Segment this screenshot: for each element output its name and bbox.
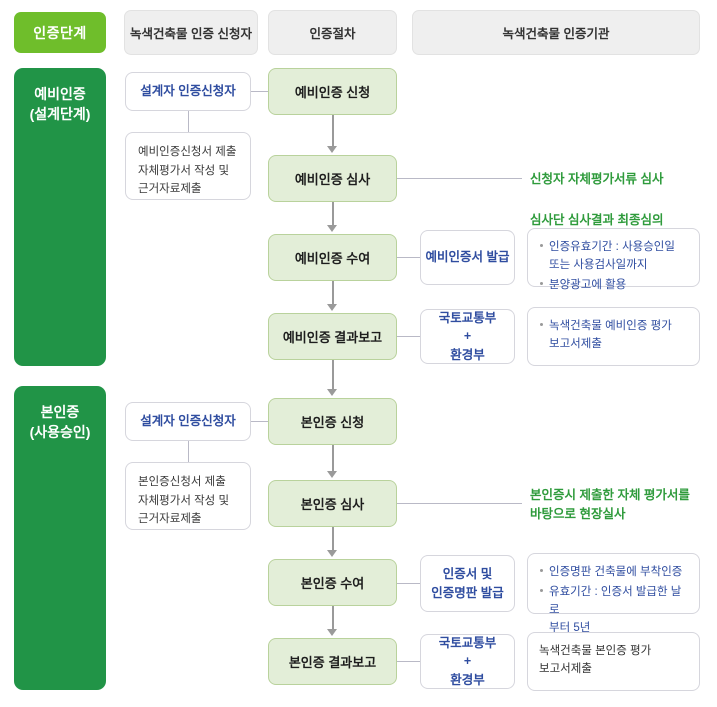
process-box-preliminary-report[interactable]: 예비인증 결과보고 — [268, 313, 397, 360]
header-column-procedure: 인증절차 — [268, 10, 397, 55]
connector-preliminary-review-note — [397, 178, 522, 179]
detail-list: 인증명판 건축물에 부착인증 유효기간 : 인증서 발급한 날로 부터 5년 — [539, 563, 688, 638]
detail-item: 분양광고에 활용 — [539, 276, 688, 294]
detail-item: 녹색건축물 본인증 평가 보고서제출 — [539, 645, 652, 676]
flow-line-7 — [332, 606, 334, 630]
connector-preliminary-award-issue — [397, 257, 420, 258]
connector-applicant-note-main — [188, 441, 189, 462]
flow-line-2 — [332, 202, 334, 226]
header-stage-badge: 인증단계 — [14, 12, 106, 53]
green-note-final-deliberation: 심사단 심사결과 최종심의 — [530, 213, 664, 227]
detail-item: 유효기간 : 인증서 발급한 날로 부터 5년 — [539, 583, 688, 637]
connector-main-review-note — [397, 503, 522, 504]
process-box-main-award[interactable]: 본인증 수여 — [268, 559, 397, 606]
stage-block-main: 본인증 (사용승인) — [14, 386, 106, 690]
flow-line-1 — [332, 115, 334, 147]
flow-arrow-3 — [327, 304, 337, 311]
detail-box-preliminary-report-submission: 녹색건축물 예비인증 평가 보고서제출 — [527, 307, 700, 366]
connector-applicant-note-preliminary — [188, 111, 189, 132]
connector-preliminary-report-ministry — [397, 336, 420, 337]
detail-box-preliminary-validity: 인증유효기간 : 사용승인일 또는 사용검사일까지 분양광고에 활용 — [527, 228, 700, 291]
issue-box-ministry-preliminary: 국토교통부 + 환경부 — [420, 309, 515, 364]
detail-list: 녹색건축물 본인증 평가 보고서제출 — [539, 642, 688, 678]
detail-item: 녹색건축물 예비인증 평가 보고서제출 — [539, 317, 688, 353]
connector-applicant-to-process-main — [251, 421, 268, 422]
issue-box-preliminary-certificate: 예비인증서 발급 — [420, 230, 515, 285]
detail-item: 인증유효기간 : 사용승인일 또는 사용검사일까지 — [539, 238, 688, 274]
process-box-preliminary-review[interactable]: 예비인증 심사 — [268, 155, 397, 202]
flow-arrow-5 — [327, 471, 337, 478]
green-note-applicant-self-evaluation: 신청자 자체평가서류 심사 — [530, 172, 664, 186]
applicant-title-main: 설계자 인증신청자 — [125, 402, 251, 441]
applicant-note-main: 본인증신청서 제출 자체평가서 작성 및 근거자료제출 — [125, 462, 251, 530]
flow-line-6 — [332, 527, 334, 551]
flow-line-5 — [332, 445, 334, 472]
flow-arrow-1 — [327, 146, 337, 153]
detail-item: 인증명판 건축물에 부착인증 — [539, 563, 688, 581]
process-box-main-application[interactable]: 본인증 신청 — [268, 398, 397, 445]
connector-main-report-ministry — [397, 661, 420, 662]
issue-box-certificate-and-plaque: 인증서 및 인증명판 발급 — [420, 555, 515, 612]
stage-block-preliminary: 예비인증 (설계단계) — [14, 68, 106, 366]
process-box-preliminary-award[interactable]: 예비인증 수여 — [268, 234, 397, 281]
green-note-onsite-inspection: 본인증시 제출한 자체 평가서를 바탕으로 현장실사 — [530, 488, 690, 521]
connector-applicant-to-process-preliminary — [251, 91, 268, 92]
detail-box-main-validity: 인증명판 건축물에 부착인증 유효기간 : 인증서 발급한 날로 부터 5년 — [527, 553, 700, 634]
flow-line-3 — [332, 281, 334, 305]
detail-box-main-report-submission: 녹색건축물 본인증 평가 보고서제출 — [527, 632, 700, 691]
detail-list: 인증유효기간 : 사용승인일 또는 사용검사일까지 분양광고에 활용 — [539, 238, 688, 294]
process-box-main-review[interactable]: 본인증 심사 — [268, 480, 397, 527]
flow-arrow-6 — [327, 550, 337, 557]
issue-box-ministry-main: 국토교통부 + 환경부 — [420, 634, 515, 689]
flow-arrow-4 — [327, 389, 337, 396]
process-box-preliminary-application[interactable]: 예비인증 신청 — [268, 68, 397, 115]
process-box-main-report[interactable]: 본인증 결과보고 — [268, 638, 397, 685]
applicant-title-preliminary: 설계자 인증신청자 — [125, 72, 251, 111]
applicant-note-preliminary: 예비인증신청서 제출 자체평가서 작성 및 근거자료제출 — [125, 132, 251, 200]
header-column-applicant: 녹색건축물 인증 신청자 — [124, 10, 258, 55]
header-column-institution: 녹색건축물 인증기관 — [412, 10, 700, 55]
connector-main-award-issue — [397, 583, 420, 584]
flow-line-4 — [332, 360, 334, 390]
flow-arrow-7 — [327, 629, 337, 636]
flow-arrow-2 — [327, 225, 337, 232]
detail-list: 녹색건축물 예비인증 평가 보고서제출 — [539, 317, 688, 353]
